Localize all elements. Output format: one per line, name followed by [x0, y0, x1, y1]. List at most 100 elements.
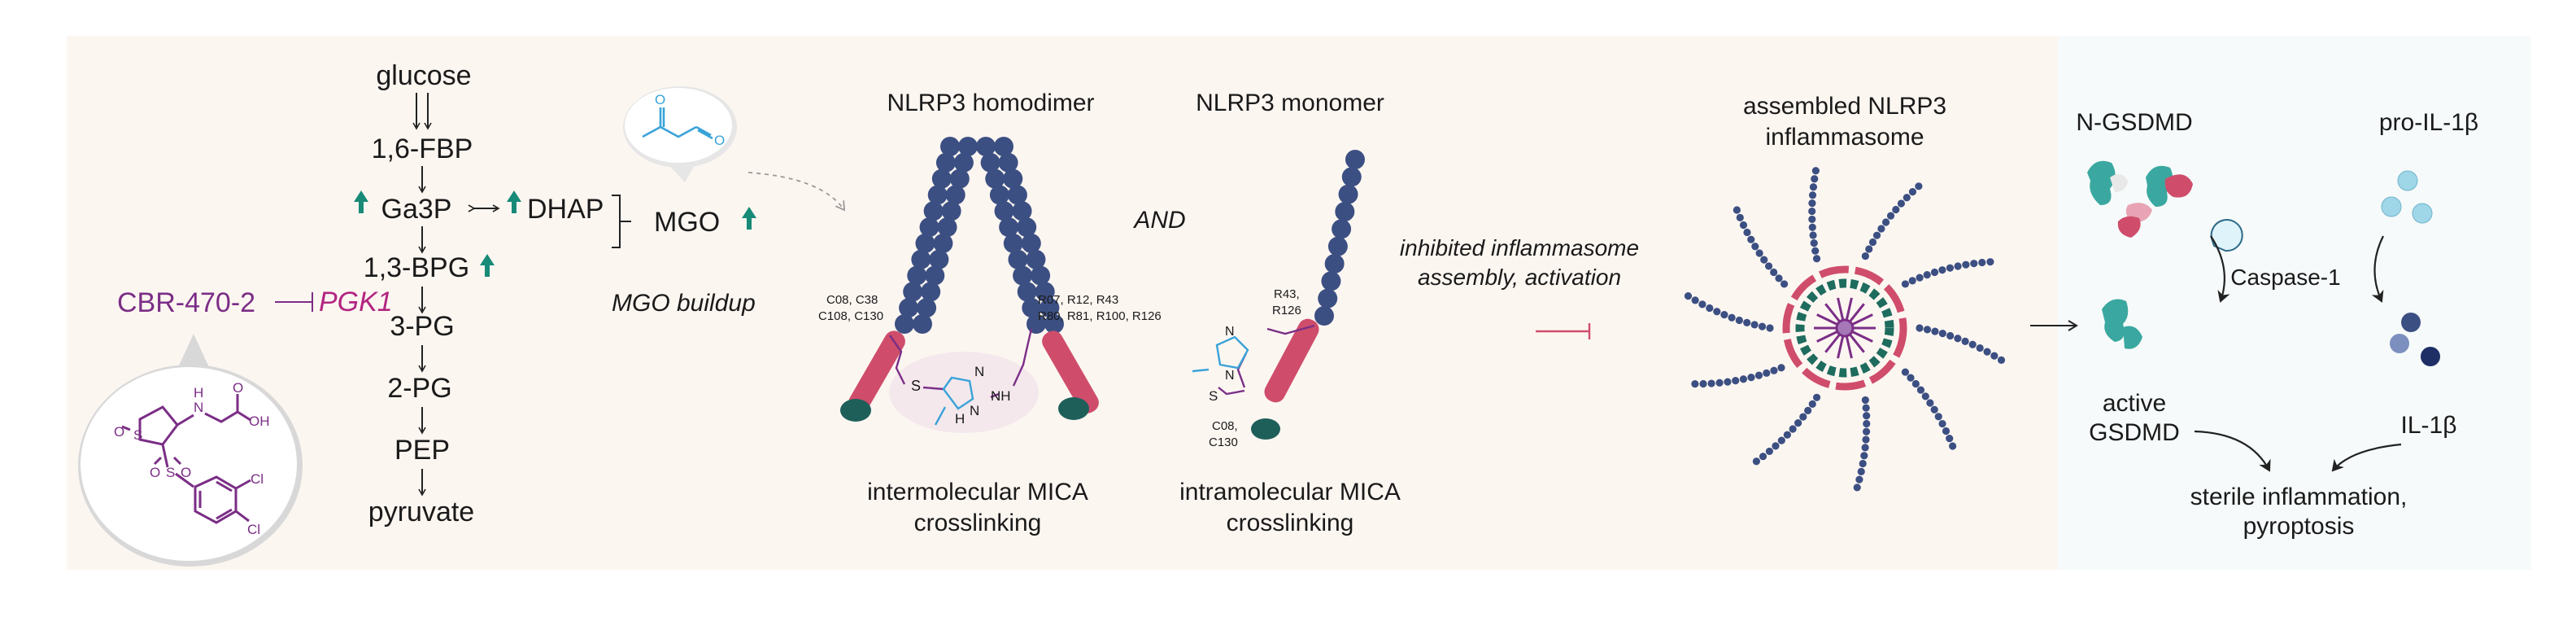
gsdmd-n-2 [2146, 165, 2173, 207]
helix-right [1042, 330, 1099, 414]
gsdmd-n-1 [2087, 160, 2116, 205]
spoke-bead [1750, 321, 1759, 329]
mgo-atom-o1: O [655, 92, 665, 107]
spoke-bead [1732, 377, 1740, 385]
chlorine-bonds [235, 479, 251, 523]
lrr-bead-left-b [917, 298, 937, 318]
spoke-bead [1724, 378, 1732, 386]
inhibition-label-line1: inhibited inflammasome [1400, 235, 1639, 260]
metabolite-pyruvate: pyruvate [368, 497, 474, 527]
lrr-bead-monomer [1345, 150, 1365, 169]
lrr-bead-right-a [999, 217, 1019, 238]
lrr-bead-right-b [1021, 233, 1041, 253]
metabolite-3pg: 3-PG [390, 311, 454, 342]
spoke-bead [1946, 264, 1955, 272]
pyroptosis-background [2058, 36, 2531, 570]
imidazole-ring [942, 376, 974, 410]
intra-caption-line1: intramolecular MICA [1179, 479, 1401, 506]
lrr-bead-right-b [1040, 298, 1060, 318]
spoke-bead [1916, 386, 1925, 394]
cbr-skeleton [121, 394, 251, 524]
active-gsdmd-line2: GSDMD [2089, 419, 2180, 446]
atom-oh: OH [249, 414, 270, 429]
monomer-lrr-beads [1314, 150, 1365, 326]
mono-cys-line1: C08, [1212, 419, 1238, 433]
lrr-bead-left-b [921, 282, 941, 302]
spoke-bead [1760, 256, 1768, 264]
il1b-3 [2421, 347, 2440, 366]
atom-o-carbonyl: O [233, 380, 243, 396]
pro-il1b-3 [2412, 203, 2433, 224]
increase-arrow-mgo [742, 207, 756, 230]
inflammasome-title-line2: inflammasome [1765, 124, 1924, 151]
spoke-bead [1861, 396, 1869, 405]
spoke-bead [1915, 182, 1923, 190]
lrr-bead-left-b [949, 169, 970, 189]
inter-caption-line1: intermolecular MICA [867, 479, 1088, 506]
lrr-bead-left-b [933, 233, 953, 253]
spoke-bead [1859, 459, 1867, 468]
spoke-bead [1720, 311, 1728, 319]
spoke-bead [1860, 452, 1868, 460]
mgo-bubble-fill [625, 88, 732, 163]
spoke-bead [1808, 215, 1816, 224]
spoke-bead [1810, 239, 1818, 247]
and-label: AND [1132, 207, 1185, 234]
spoke-bead [1780, 280, 1789, 288]
dimer-nh-atom: NH [991, 388, 1011, 404]
lrr-bead-left-b [929, 249, 949, 269]
pro-il1b-molecules [2381, 170, 2433, 224]
il1b-label: IL-1β [2401, 412, 2457, 439]
spoke-bead [1926, 399, 1934, 407]
il1b-2 [2390, 334, 2409, 353]
spoke-bead [1736, 213, 1744, 221]
spoke-bead [1728, 313, 1736, 322]
spoke-bead [1766, 324, 1774, 332]
lrr-bead-right-a [976, 137, 996, 156]
atom-o-sulfonyl-left: O [150, 465, 160, 480]
spoke-bead [1691, 380, 1699, 388]
ngsdmd-label: N-GSDMD [2076, 109, 2192, 136]
spoke-bead [1735, 316, 1743, 325]
spoke-bead [1808, 400, 1816, 408]
lrr-bead-monomer [1321, 271, 1341, 291]
lrr-bead-right-a [1017, 282, 1037, 302]
mica-ring-dimer [934, 376, 974, 426]
mica-ring-monomer [1192, 335, 1249, 373]
spoke-bead [1808, 223, 1816, 231]
gsdmd-c-4 [2117, 216, 2141, 238]
mgo-label: MGO [654, 207, 720, 238]
pro-il1b-label: pro-IL-1β [2379, 109, 2478, 136]
spoke-bead [1812, 393, 1821, 401]
lrr-bead-right-a [980, 152, 1000, 173]
lrr-bead-right-b [1031, 265, 1051, 286]
spoke-bead [1916, 274, 1924, 282]
metabolite-fbp: 1,6-FBP [372, 133, 473, 164]
dimer-arg-line1: R07, R12, R43 [1038, 293, 1118, 307]
pyd-left [840, 399, 871, 422]
lrr-bead-left-a [903, 282, 923, 302]
spoke-bead [1684, 292, 1693, 300]
spoke-bead [1747, 374, 1755, 382]
inhibition-symbol [1536, 323, 1591, 339]
dimer-n2-atom: N [970, 403, 979, 418]
metabolite-pep: PEP [394, 435, 450, 466]
lrr-bead-left-a [940, 137, 960, 156]
spoke-bead [1923, 326, 1932, 334]
spoke-bead [1755, 249, 1763, 257]
spoke-bead [1908, 188, 1917, 196]
glycine-chain [177, 394, 251, 427]
spoke-bead [1901, 368, 1910, 376]
caspase-label: Caspase-1 [2230, 265, 2340, 290]
lrr-bead-monomer [1324, 254, 1345, 274]
increase-arrow-13bpg [480, 254, 495, 277]
active-gsdmd-1 [2102, 299, 2129, 342]
lrr-bead-left-b [958, 137, 978, 156]
mono-arg-line1: R43, [1274, 287, 1300, 301]
lrr-bead-left-a [911, 249, 931, 269]
spoke-bead [1930, 405, 1938, 414]
inhibition-label-line2: assembly, activation [1418, 265, 1621, 290]
lrr-bead-left-b [953, 152, 974, 173]
increase-arrows [354, 190, 756, 277]
